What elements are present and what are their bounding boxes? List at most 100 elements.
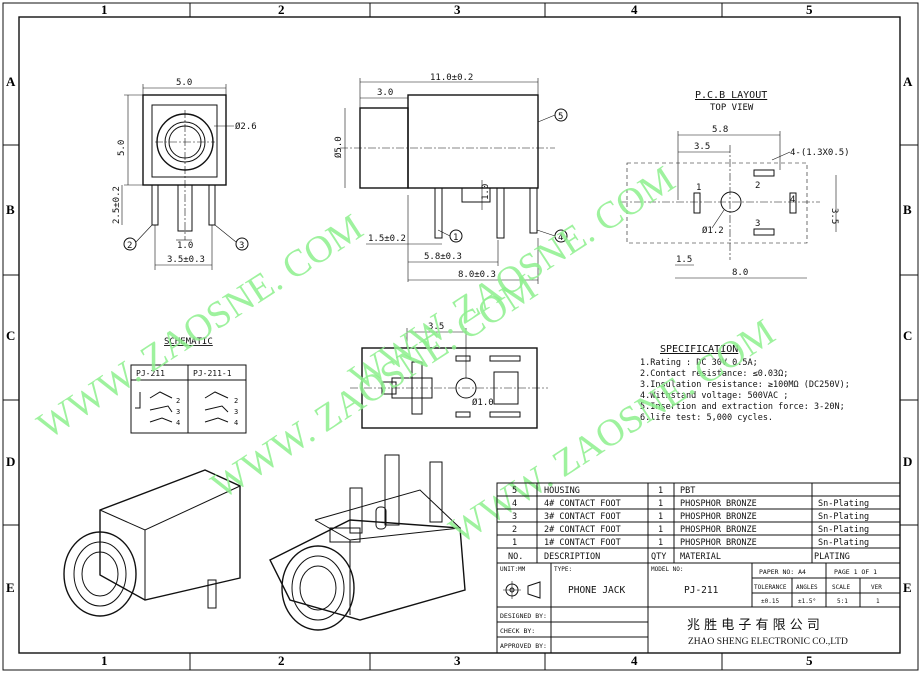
bom-r0-desc: HOUSING (544, 486, 580, 496)
schematic-col2: PJ-211-1 (193, 369, 232, 378)
pcb-pin-4: 4 (790, 195, 795, 205)
title-block-text: UNIT:MM TYPE: PHONE JACK MODEL NO: PJ-21… (500, 566, 882, 650)
pcb-layout: P.C.B LAYOUT TOP VIEW 2 3 4 1 5.8 3.5 4-… (620, 90, 850, 279)
bom-r2-plating: Sn-Plating (818, 512, 869, 522)
pcb-pin-1: 1 (696, 183, 701, 193)
tb-model-value: PJ-211 (684, 585, 719, 596)
bom-r3-no: 2 (512, 525, 517, 535)
tb-designed: DESIGNED BY: (500, 612, 547, 620)
bom-r3-desc: 2# CONTACT FOOT (544, 525, 621, 535)
spec-line-3: 3.Insulation resistance: ≥100MΩ (DC250V)… (640, 380, 850, 390)
bom-r3-plating: Sn-Plating (818, 525, 869, 535)
front-callout-2: 2 (127, 241, 132, 251)
bom-r3-qty: 1 (658, 525, 663, 535)
bom-r0-qty: 1 (658, 486, 663, 496)
side-length-dim: 11.0±0.2 (430, 73, 473, 83)
specification: SPECIFICATION 1.Rating : DC 30V 0.5A; 2.… (640, 344, 850, 423)
side-span2-dim: 8.0±0.3 (458, 270, 496, 280)
sch-pin-b2: 2 (234, 397, 238, 405)
col-label-4b: 4 (631, 653, 638, 668)
tb-check: CHECK BY: (500, 627, 535, 635)
pcb-holes-dim: 4-(1.3X0.5) (790, 148, 850, 158)
col-label-1: 1 (101, 2, 108, 17)
bom-r0-mat: PBT (680, 486, 695, 496)
col-label-1b: 1 (101, 653, 108, 668)
row-label-a-r: A (903, 74, 913, 89)
bom-r4-no: 1 (512, 538, 517, 548)
front-pin-dim: 2.5±0.2 (112, 186, 122, 224)
bom-r1-plating: Sn-Plating (818, 499, 869, 509)
bom-r2-qty: 1 (658, 512, 663, 522)
tb-type-label: TYPE: (554, 566, 572, 573)
tb-company-cn: 兆 胜 电 子 有 限 公 司 (687, 618, 820, 633)
bom-text: 5 HOUSING 1 PBT 4 4# CONTACT FOOT 1 PHOS… (508, 486, 869, 562)
bom-r1-desc: 4# CONTACT FOOT (544, 499, 621, 509)
pcb-subtitle: TOP VIEW (710, 103, 754, 113)
bom-r4-desc: 1# CONTACT FOOT (544, 538, 621, 548)
tb-tolerance-label: TOLERANCE (754, 584, 787, 591)
side-nose-dim: 3.0 (377, 88, 393, 98)
pcb-title: P.C.B LAYOUT (695, 90, 767, 101)
spec-line-4: 4.Withstand voltage: 500VAC ; (640, 391, 788, 401)
col-label-4: 4 (631, 2, 638, 17)
bom-r2-mat: PHOSPHOR BRONZE (680, 512, 757, 522)
col-label-2: 2 (278, 2, 285, 17)
pcb-len-dim: 8.0 (732, 268, 748, 278)
bom-r2-desc: 3# CONTACT FOOT (544, 512, 621, 522)
bom-r0-no: 5 (512, 486, 517, 496)
bom-r1-no: 4 (512, 499, 517, 509)
tb-angles: ±1.5° (798, 598, 816, 605)
pcb-edge-dim: 1.5 (676, 255, 692, 265)
top-hole-dim: Ø1.0 (472, 397, 494, 408)
spec-title: SPECIFICATION (660, 344, 738, 355)
inner-border (18, 16, 901, 654)
pcb-pin-3: 3 (755, 219, 760, 229)
front-callout-3: 3 (239, 241, 244, 251)
side-callout-5: 5 (558, 112, 563, 122)
row-label-e-r: E (903, 580, 912, 595)
tb-approved: APPROVED BY: (500, 642, 547, 650)
row-label-e: E (6, 580, 15, 595)
sch-pin-a2: 2 (176, 397, 180, 405)
side-view: 11.0±0.2 3.0 Ø5.0 1.0 1.5±0.2 5.8±0.3 8.… (333, 73, 568, 284)
col-label-2b: 2 (278, 653, 285, 668)
col-label-5b: 5 (806, 653, 813, 668)
watermark-3: WWW. ZAOSNE. COM (342, 158, 682, 399)
tb-unit: UNIT:MM (500, 566, 526, 573)
row-label-c-r: C (903, 328, 912, 343)
grid-labels: 1 2 3 4 5 1 2 3 4 5 A B C D E A B C D E (6, 2, 913, 668)
row-label-d: D (6, 454, 15, 469)
tb-page: PAGE 1 OF 1 (834, 568, 877, 576)
schematic: SCHEMATIC PJ-211 PJ-211-1 2 3 4 2 3 4 (130, 337, 247, 434)
front-height-dim: 5.0 (117, 140, 127, 156)
tb-model-label: MODEL NO: (651, 566, 684, 573)
top-view: 3.5 Ø1.0 (350, 322, 548, 429)
side-dia-dim: Ø5.0 (333, 136, 344, 158)
front-view: 5.0 5.0 2.5±0.2 Ø2.6 1.0 3.5±0.3 2 3 (112, 78, 257, 270)
row-label-a: A (6, 74, 16, 89)
col-label-5: 5 (806, 2, 813, 17)
side-callout-1: 1 (453, 233, 458, 243)
bom-r3-mat: PHOSPHOR BRONZE (680, 525, 757, 535)
spec-line-1: 1.Rating : DC 30V 0.5A; (640, 358, 758, 368)
tb-angles-label: ANGLES (796, 584, 818, 591)
bom-r4-mat: PHOSPHOR BRONZE (680, 538, 757, 548)
pcb-v-dim: 3.5 (829, 208, 839, 224)
front-width-dim: 5.0 (176, 78, 192, 88)
row-label-d-r: D (903, 454, 912, 469)
bom-h-desc: DESCRIPTION (544, 552, 600, 562)
schematic-title: SCHEMATIC (164, 337, 213, 347)
spec-line-2: 2.Contact resistance: ≤0.03Ω; (640, 369, 788, 379)
tb-tolerance: ±0.15 (761, 598, 779, 605)
tb-type-value: PHONE JACK (568, 585, 625, 596)
row-label-b: B (6, 202, 15, 217)
title-block (496, 562, 901, 654)
bom-r4-plating: Sn-Plating (818, 538, 869, 548)
bom-r1-mat: PHOSPHOR BRONZE (680, 499, 757, 509)
bom-r2-no: 3 (512, 512, 517, 522)
tb-company-en: ZHAO SHENG ELECTRONIC CO.,LTD (688, 637, 848, 647)
side-span1-dim: 5.8±0.3 (424, 252, 462, 262)
side-offset-dim: 1.5±0.2 (368, 234, 406, 244)
